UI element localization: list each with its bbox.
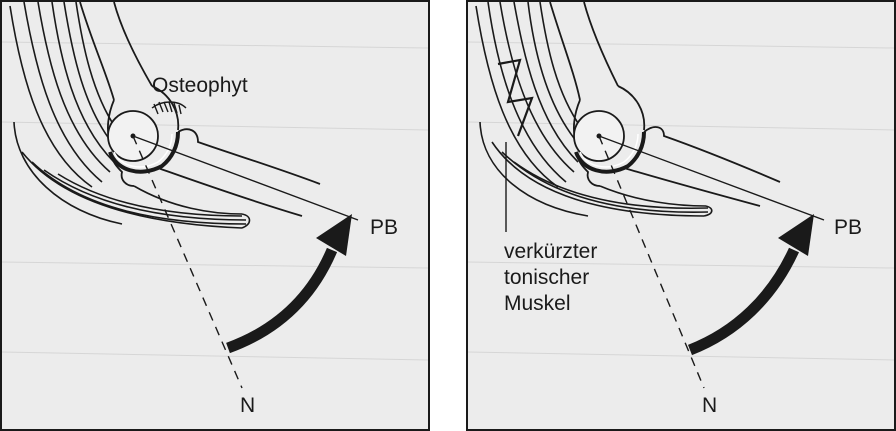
panel-shortened-muscle: verkürzter tonischer Muskel PB N [466, 0, 896, 431]
upper-arm-muscles [476, 2, 586, 187]
muscle-label-line-3: Muskel [504, 292, 571, 315]
muscle-label-line-2: tonischer [504, 266, 589, 289]
n-label: N [240, 394, 255, 417]
elbow-diagram-right: verkürzter tonischer Muskel PB N [468, 2, 894, 429]
elbow-diagram-left: Osteophyt PB N [2, 2, 428, 429]
neutral-axis-line [599, 136, 704, 388]
pb-label: PB [370, 216, 398, 239]
pb-label: PB [834, 216, 862, 239]
muscle-label-line-1: verkürzter [504, 240, 597, 263]
neutral-axis-line [133, 136, 242, 388]
osteophyte-hatching [152, 102, 186, 114]
movement-arrow-shaft [228, 250, 332, 348]
joint-center-dot [131, 134, 136, 139]
movement-arrow-head [778, 214, 814, 256]
pb-axis-line [133, 136, 358, 220]
pb-axis-line [599, 136, 824, 220]
panel-osteophyte: Osteophyt PB N [0, 0, 430, 431]
movement-arrow-head [316, 214, 352, 256]
osteophyte-label: Osteophyt [152, 74, 248, 97]
joint-center-dot [597, 134, 602, 139]
upper-arm-muscles [10, 2, 120, 187]
n-label: N [702, 394, 717, 417]
